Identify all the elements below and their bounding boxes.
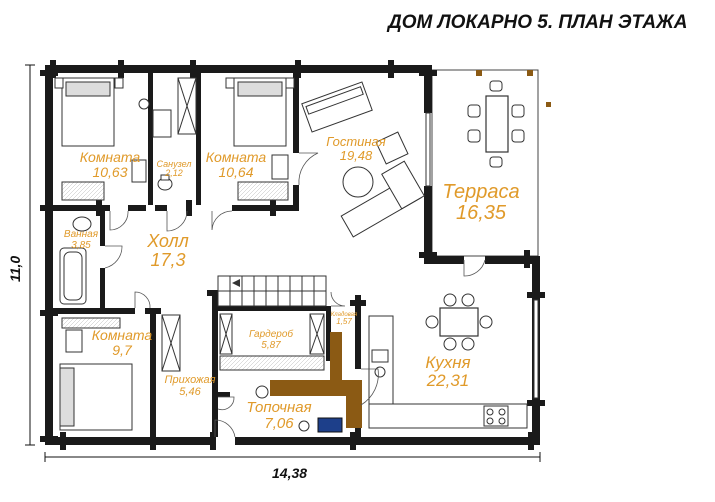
room-label-terrace: Терраса 16,35 xyxy=(442,181,520,224)
bath-sink xyxy=(72,216,92,232)
cooktop xyxy=(483,405,509,427)
room-label-hall: Холл 17,3 xyxy=(147,231,189,270)
wardrobe xyxy=(237,181,289,201)
room-label-wc: Санузел 2,12 xyxy=(156,159,192,179)
terrace-window xyxy=(425,112,539,399)
room-label-kitchen: Кухня 22,31 xyxy=(425,353,471,390)
room-label-bedroom-2: Комната 10,64 xyxy=(205,149,267,180)
entry-wardrobe xyxy=(161,314,181,372)
toilet xyxy=(138,98,173,191)
wardrobe xyxy=(61,317,121,329)
bathtub xyxy=(59,247,87,305)
kitchen-counter xyxy=(368,315,528,429)
masonry-stove xyxy=(270,332,362,428)
bed xyxy=(54,77,124,147)
interior-walls xyxy=(53,73,366,437)
terrace-post xyxy=(527,70,533,76)
room-label-bedroom-1: Комната 10,63 xyxy=(79,149,141,180)
wardrobe xyxy=(61,181,105,201)
bed xyxy=(59,363,133,431)
corner-sofa xyxy=(340,160,425,238)
height-dimension-label: 11,0 xyxy=(7,256,23,282)
desk xyxy=(131,159,147,183)
room-label-boiler-room: Топочная 7,06 xyxy=(246,399,312,432)
terrace-post xyxy=(476,70,482,76)
desk xyxy=(271,154,289,180)
armchair xyxy=(375,131,409,165)
room-label-bedroom-3: Комната 9,7 xyxy=(91,327,153,358)
width-dimension-label: 14,38 xyxy=(272,465,307,481)
sofa xyxy=(301,81,373,133)
wc-cabinet xyxy=(177,77,197,135)
bed xyxy=(225,77,295,147)
room-label-entry: Прихожая 5,46 xyxy=(164,374,216,398)
terrace-post xyxy=(546,102,551,107)
doors xyxy=(104,152,486,438)
staircase xyxy=(217,275,327,307)
desk xyxy=(65,329,83,353)
height-dimension: 11,0 xyxy=(7,64,35,446)
plan-title: ДОМ ЛОКАРНО 5. ПЛАН ЭТАЖА xyxy=(388,12,688,33)
wardrobe-shelves xyxy=(219,313,325,371)
kitchen-sink xyxy=(371,349,389,363)
room-label-living-room: Гостиная 19,48 xyxy=(326,134,386,163)
terrace xyxy=(431,69,551,257)
coffee-table xyxy=(342,166,374,198)
room-label-wardrobe: Гардероб 5,87 xyxy=(248,329,294,351)
boiler xyxy=(255,385,343,433)
kitchen-table xyxy=(425,293,493,351)
dining-table xyxy=(485,95,509,153)
room-label-pantry: Кладовая 1,57 xyxy=(330,312,358,327)
width-dimension: 14,38 xyxy=(44,452,541,481)
room-label-bathroom: Ванная 3,85 xyxy=(63,229,99,251)
